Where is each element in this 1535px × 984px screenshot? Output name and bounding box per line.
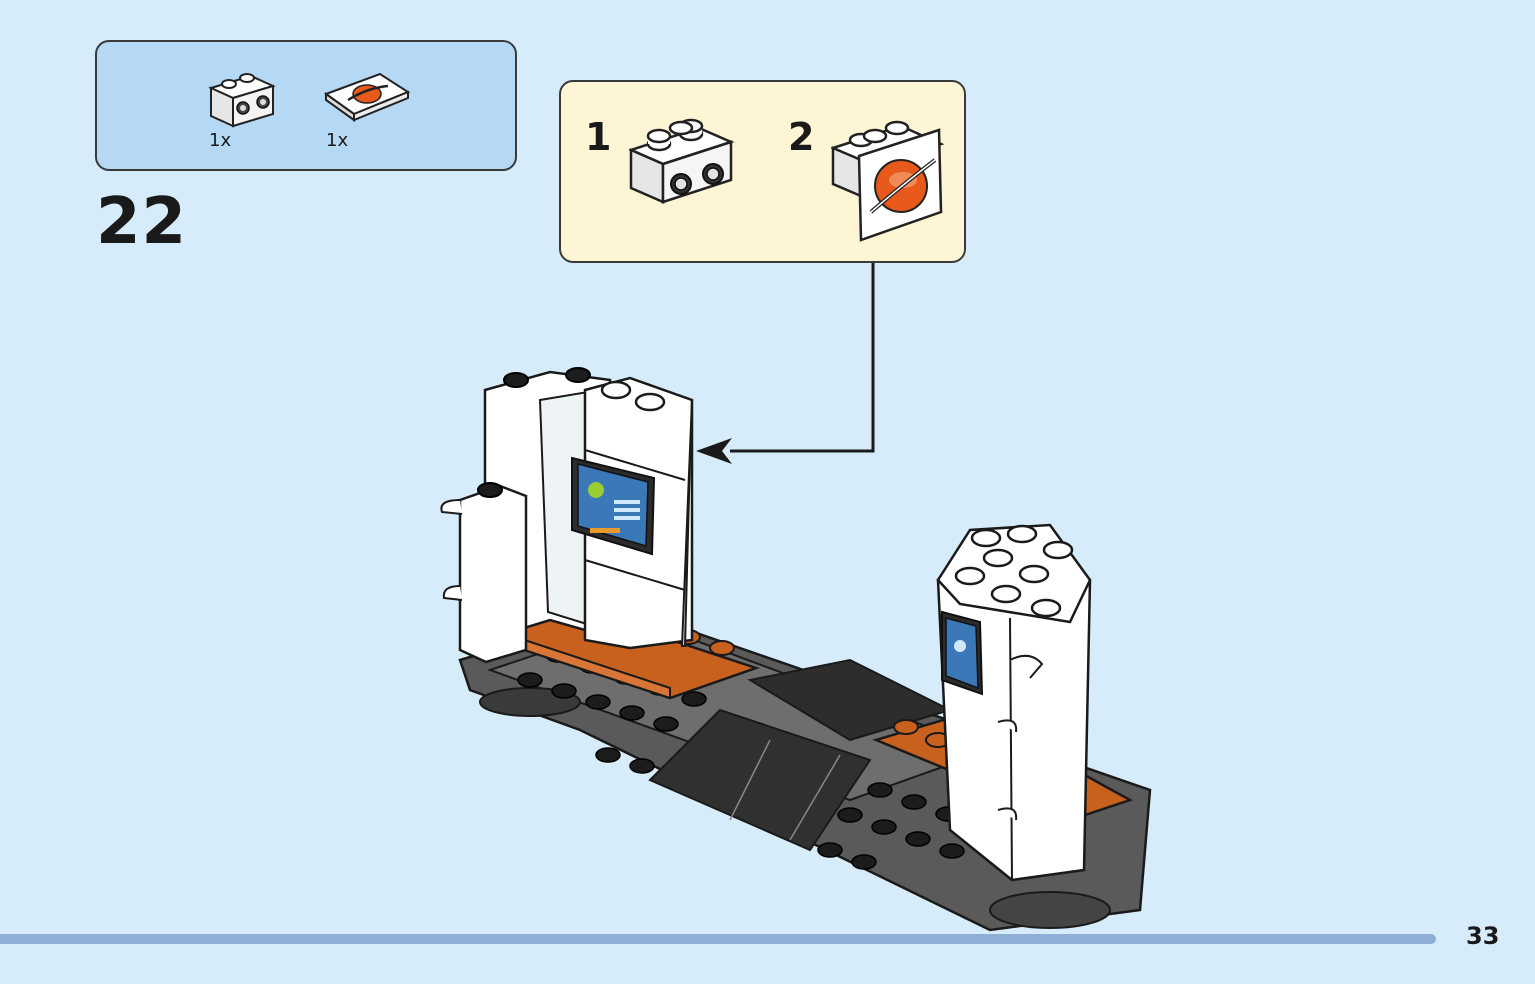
white-brick-icon xyxy=(207,64,277,128)
space-logo-tile-icon xyxy=(322,70,412,130)
part-quantity: 1x xyxy=(326,130,349,151)
build-model-illustration xyxy=(430,350,1170,944)
page-number: 33 xyxy=(1466,922,1500,950)
sub-assembly-callout: 1 2 xyxy=(559,80,966,263)
step-number: 22 xyxy=(96,185,188,259)
substep-number: 1 xyxy=(585,115,612,159)
white-brick-icon xyxy=(627,104,735,208)
part-quantity: 1x xyxy=(209,130,232,151)
parts-list-box: 1x 1x xyxy=(95,40,517,171)
substep-number: 2 xyxy=(788,115,815,159)
bottom-progress-bar xyxy=(0,934,1436,944)
brick-with-logo-tile-icon xyxy=(829,104,947,246)
